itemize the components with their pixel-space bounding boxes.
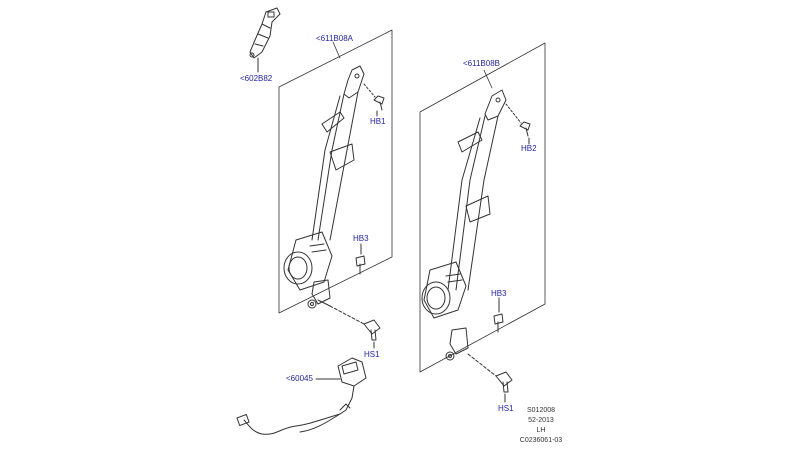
bolt-hb2-drawing xyxy=(505,103,531,145)
right-seat-belt-drawing xyxy=(421,89,507,361)
left-belt-panel xyxy=(278,29,393,314)
right-belt-panel xyxy=(419,42,546,373)
fastener-label-hs1-left[interactable]: HS1 xyxy=(364,350,380,359)
stud-hs1-right-drawing xyxy=(467,353,513,403)
stud-hs1-left-drawing xyxy=(329,305,381,349)
buckle-assembly-drawing xyxy=(236,357,367,435)
anchor-bracket-drawing xyxy=(249,7,281,73)
part-label-611b08b[interactable]: <611B08B xyxy=(463,59,500,68)
reference-side: LH xyxy=(536,427,546,434)
bolt-hb3-right-drawing xyxy=(493,297,504,333)
fastener-label-hb1[interactable]: HB1 xyxy=(370,117,386,126)
bolt-hb3-left-drawing xyxy=(355,243,366,275)
fastener-label-hs1-right[interactable]: HS1 xyxy=(498,404,514,413)
reference-code-2: 52-2013 xyxy=(528,417,554,424)
bolt-hb1-drawing xyxy=(363,83,385,117)
part-label-60045[interactable]: <60045 xyxy=(286,374,313,383)
left-seat-belt-drawing xyxy=(283,65,365,309)
fastener-label-hb2[interactable]: HB2 xyxy=(521,144,537,153)
fastener-label-hb3-right[interactable]: HB3 xyxy=(491,289,507,298)
fastener-label-hb3-left[interactable]: HB3 xyxy=(353,234,369,243)
part-label-602b82[interactable]: <602B82 xyxy=(240,74,273,83)
part-label-611b08a[interactable]: <611B08A xyxy=(316,34,353,43)
reference-code-1: S012008 xyxy=(526,407,556,414)
illustration-code: C0236061-03 xyxy=(519,437,563,444)
